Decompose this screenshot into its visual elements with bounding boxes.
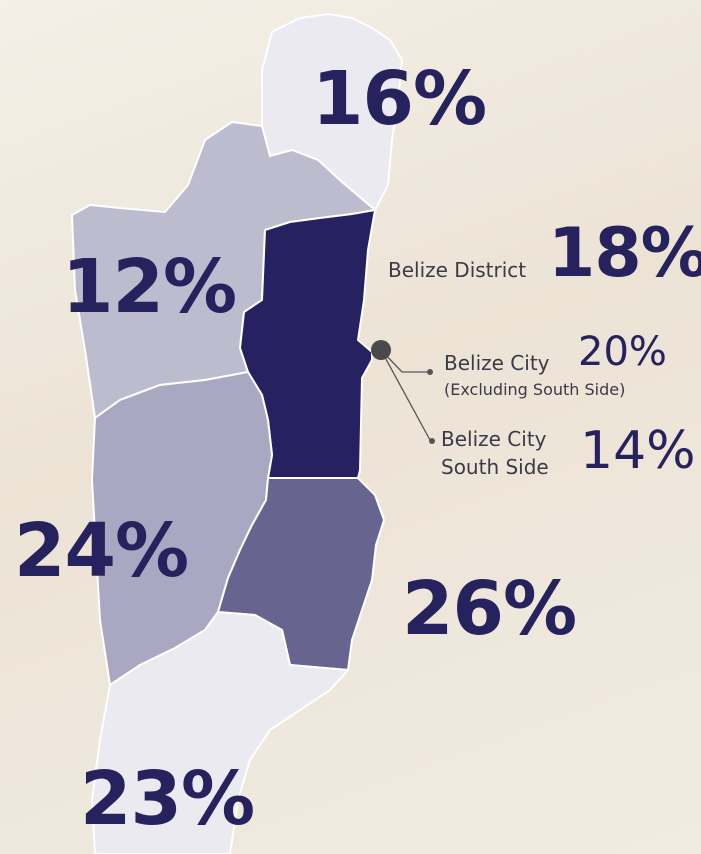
stann-creek-value: 26% [402,566,577,652]
toledo-value: 23% [80,756,255,842]
belize-city-sublabel: (Excluding South Side) [444,380,626,399]
callout-dot-belize-city [427,369,433,375]
cayo-value: 24% [14,508,189,594]
belize-district-label: Belize District [388,258,527,282]
callout-dot-south-side [429,438,435,444]
belize-city-label: Belize City [444,351,550,375]
belize-district-value: 18% [548,214,701,293]
corozal-value: 16% [312,56,487,142]
south-side-label: Belize City [441,427,547,451]
region-toledo[interactable] [90,610,351,854]
belize-city-marker[interactable] [371,340,391,360]
belize-city-value: 20% [578,329,667,375]
callout-line-belize-city [380,349,428,373]
south-side-sublabel: South Side [441,455,549,479]
callout-line-south-side [380,349,431,441]
region-belize-district[interactable] [238,208,377,479]
south-side-value: 14% [580,421,696,481]
orange-walk-value: 12% [62,244,237,330]
